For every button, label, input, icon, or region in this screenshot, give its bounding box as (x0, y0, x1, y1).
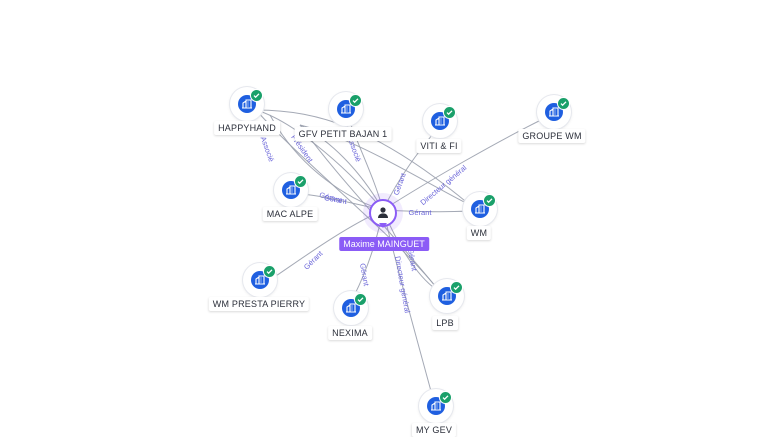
relation-edge-8 (269, 209, 384, 281)
company-label-my-gev[interactable]: MY GEV (411, 423, 457, 437)
person-name-label[interactable]: Maxime MAINGUET (339, 237, 429, 251)
verified-check-icon (349, 94, 362, 107)
relation-edge-11 (382, 209, 433, 396)
relation-label-8: Gérant (302, 248, 325, 271)
company-node-lpb[interactable] (430, 279, 464, 313)
company-label-wm-presta-pierry[interactable]: WM PRESTA PIERRY (208, 297, 310, 311)
company-node-gfv-petit-bajan[interactable] (329, 92, 363, 126)
company-node-groupe-wm[interactable] (537, 95, 571, 129)
company-node-nexima[interactable] (334, 291, 368, 325)
company-label-happyhand[interactable]: HAPPYHAND (214, 121, 280, 135)
verified-check-icon (354, 293, 367, 306)
company-label-viti-fi[interactable]: VITI & FI (416, 139, 462, 153)
relation-label-4: Gérant (323, 193, 348, 206)
company-node-wm[interactable] (463, 192, 497, 226)
verified-check-icon (483, 194, 496, 207)
relation-label-0: Associé (259, 135, 276, 163)
company-label-gfv-petit-bajan[interactable]: GFV PETIT BAJAN 1 (294, 127, 392, 141)
company-node-mac-alpe[interactable] (274, 173, 308, 207)
company-node-happyhand[interactable] (230, 87, 264, 121)
company-label-wm[interactable]: WM (466, 226, 492, 240)
person-icon (378, 207, 388, 218)
company-label-mac-alpe[interactable]: MAC ALPE (262, 207, 318, 221)
verified-check-icon (557, 97, 570, 110)
company-node-viti-fi[interactable] (423, 104, 457, 138)
verified-check-icon (294, 175, 307, 188)
verified-check-icon (250, 89, 263, 102)
company-node-wm-presta-pierry[interactable] (243, 263, 277, 297)
relation-edge-6 (382, 117, 546, 211)
verified-check-icon (450, 281, 463, 294)
verified-check-icon (263, 265, 276, 278)
company-node-my-gev[interactable] (419, 389, 453, 423)
relation-label-7: Gérant (409, 208, 433, 217)
verified-check-icon (439, 391, 452, 404)
relation-label-10: Gérant (406, 247, 419, 272)
person-node[interactable] (363, 193, 403, 233)
relation-edge-0 (255, 109, 384, 211)
company-label-nexima[interactable]: NEXIMA (328, 326, 372, 340)
company-label-lpb[interactable]: LPB (432, 316, 458, 330)
company-label-groupe-wm[interactable]: GROUPE WM (518, 129, 586, 143)
verified-check-icon (443, 106, 456, 119)
relation-label-9: Gérant (358, 262, 371, 287)
